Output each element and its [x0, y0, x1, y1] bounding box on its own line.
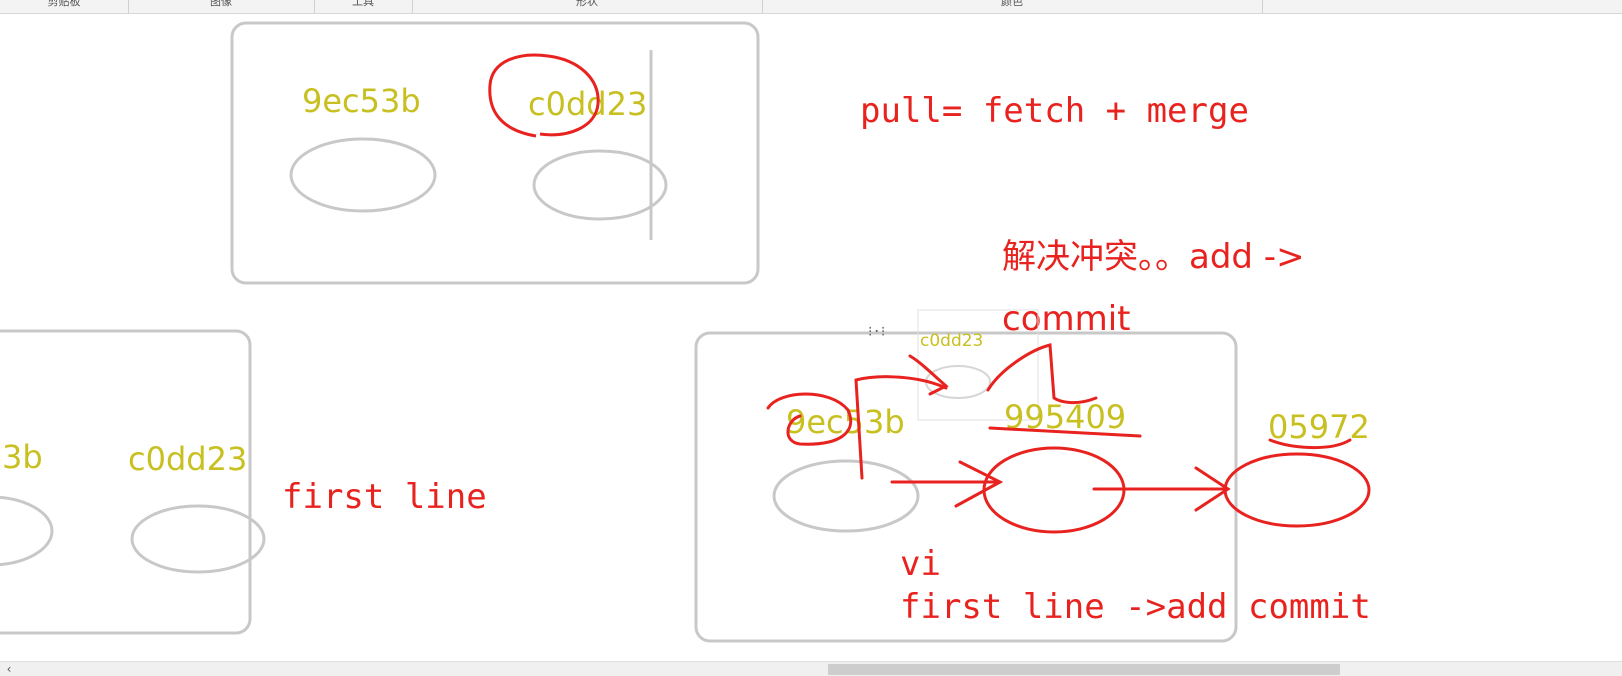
horizontal-scrollbar[interactable]: ‹ — [0, 661, 1622, 676]
highlight-circle — [488, 53, 600, 138]
commit-hash-label: c0dd23 — [920, 331, 983, 351]
commit-node — [289, 137, 437, 213]
diagram-box-left — [0, 329, 252, 635]
commit-hash-label: 9ec53b — [302, 82, 421, 120]
commit-node — [925, 365, 991, 399]
commit-hash-label: 3b — [2, 438, 43, 476]
ribbon-group-shapes[interactable]: 形状 — [412, 0, 763, 13]
commit-hash-label: 05972 — [1268, 408, 1370, 446]
commit-hash-label: c0dd23 — [128, 440, 247, 478]
diagram-box-top — [230, 21, 760, 285]
ribbon-toolbar: 剪贴板 图像 工具 形状 颜色 — [0, 0, 1622, 14]
move-cursor-icon: ⁝·⁝ — [868, 324, 885, 340]
ribbon-group-image[interactable]: 图像 — [128, 0, 315, 13]
pasted-selection[interactable] — [917, 309, 1039, 421]
note-resolve-conflict: 解决冲突。。add -> — [1002, 237, 1305, 277]
note-pull: pull= fetch + merge — [860, 91, 1249, 131]
caption-vi: vi — [900, 544, 941, 584]
caption-first-line: first line — [282, 477, 487, 517]
caption-first-line-commit: first line ->add commit — [900, 587, 1371, 627]
commit-node — [0, 495, 54, 567]
ribbon-group-clipboard[interactable]: 剪贴板 — [0, 0, 129, 13]
commit-node — [130, 504, 266, 574]
diagram-box-right — [694, 331, 1238, 643]
commit-hash-label: c0dd23 — [528, 85, 647, 123]
scrollbar-thumb[interactable] — [828, 664, 1340, 675]
scroll-left-arrow-icon[interactable]: ‹ — [6, 662, 12, 676]
ribbon-group-colors[interactable]: 颜色 — [762, 0, 1263, 13]
commit-node — [772, 459, 920, 533]
commit-node — [532, 149, 668, 221]
ribbon-group-tools[interactable]: 工具 — [314, 0, 413, 13]
red-annotations — [766, 343, 1371, 534]
